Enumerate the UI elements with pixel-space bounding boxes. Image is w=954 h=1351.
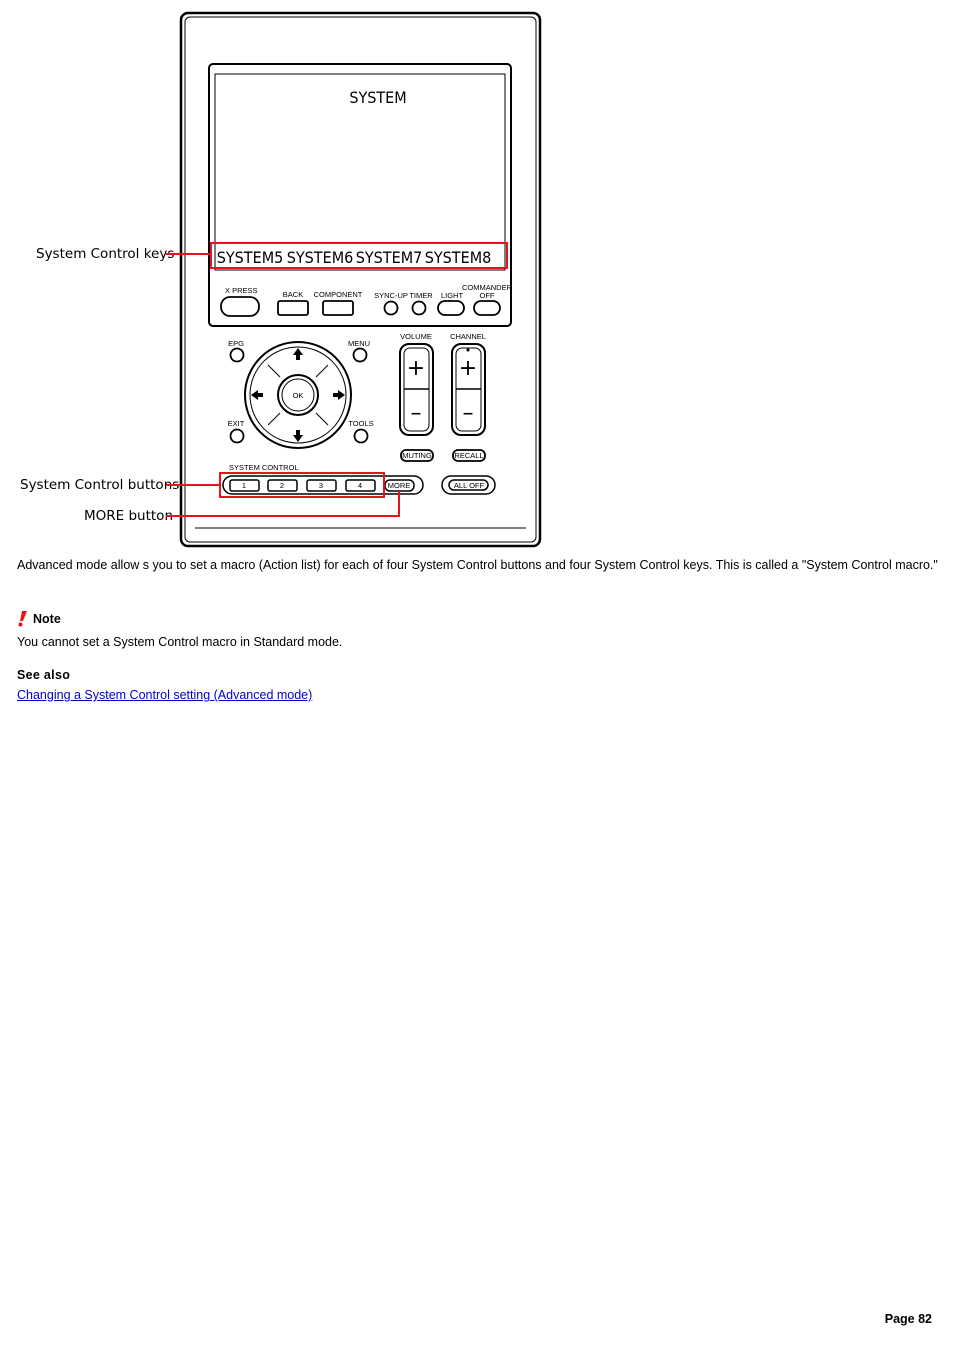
system-button-1 [229,479,260,492]
more-label: MORE [388,481,411,490]
recall-label: RECALL [454,451,483,460]
system-key-8: SYSTEM8 [425,248,492,267]
menu-button [352,347,368,363]
timer-button [411,300,427,316]
recall-button [452,449,486,462]
all-off-button [448,479,489,491]
screen-title: SYSTEM [349,88,406,107]
exit-button [229,428,245,444]
syncup-label: SYNC-UP [374,291,408,300]
tools-button [353,428,369,444]
ok-label: OK [293,391,304,400]
menu-label: MENU [348,339,370,348]
note-heading-text: Note [33,612,61,626]
volume-label: VOLUME [400,332,432,341]
arrow-left-icon [251,390,263,400]
tools-label: TOOLS [348,419,373,428]
muting-button [400,449,434,462]
volume-minus-icon: – [411,401,422,426]
timer-label: TIMER [409,291,433,300]
volume-plus-icon: + [407,356,425,381]
callout-system-control-buttons: System Control buttons [20,477,179,493]
epg-button [229,347,245,363]
description-paragraph: Advanced mode allow s you to set a macro… [17,558,938,572]
arrow-up-icon [293,348,303,360]
system-button-3-label: 3 [319,481,323,490]
all-off-label: ALL OFF [454,481,485,490]
exit-label: EXIT [228,419,245,428]
xpress-button [220,296,260,317]
arrow-right-icon [333,390,345,400]
system-button-2-label: 2 [280,481,284,490]
system-button-3 [306,479,337,492]
commander-off-button [473,300,501,316]
channel-minus-icon: – [463,401,474,426]
remote-control-figure: SYSTEM SYSTEM5 SYSTEM6 SYSTEM7 SYSTEM8 S… [0,0,560,552]
callout-more-button: MORE button [84,508,173,524]
exclamation-icon [18,611,27,627]
arrow-down-icon [293,430,303,442]
epg-label: EPG [228,339,244,348]
syncup-button [383,300,399,316]
system-button-2 [267,479,298,492]
xpress-label: X PRESS [225,286,258,295]
system-control-label: SYSTEM CONTROL [229,463,299,472]
channel-plus-icon: + [459,356,477,381]
system-button-1-label: 1 [242,481,246,490]
back-label: BACK [283,290,303,299]
lcd-screen [214,73,506,271]
see-also-link[interactable]: Changing a System Control setting (Advan… [17,688,313,702]
light-label: LIGHT [441,291,464,300]
system-button-4-label: 4 [358,481,362,490]
system-button-4 [345,479,376,492]
see-also-heading: See also [17,668,71,682]
system-key-6: SYSTEM6 [287,248,354,267]
component-label: COMPONENT [314,290,363,299]
muting-label: MUTING [402,451,432,460]
note-text: You cannot set a System Control macro in… [17,635,343,649]
component-button [322,300,354,316]
commander-label: COMMANDER [462,283,513,292]
system-keys-highlight [210,242,508,269]
system-key-7: SYSTEM7 [356,248,423,267]
callout-system-control-keys: System Control keys [36,246,174,262]
commander-off-label: OFF [480,291,495,300]
note-heading: Note [17,611,61,627]
system-key-5: SYSTEM5 [217,248,284,267]
back-button [277,300,309,316]
channel-label: CHANNEL [450,332,486,341]
page-number: Page 82 [884,1312,932,1326]
light-button [437,300,465,316]
